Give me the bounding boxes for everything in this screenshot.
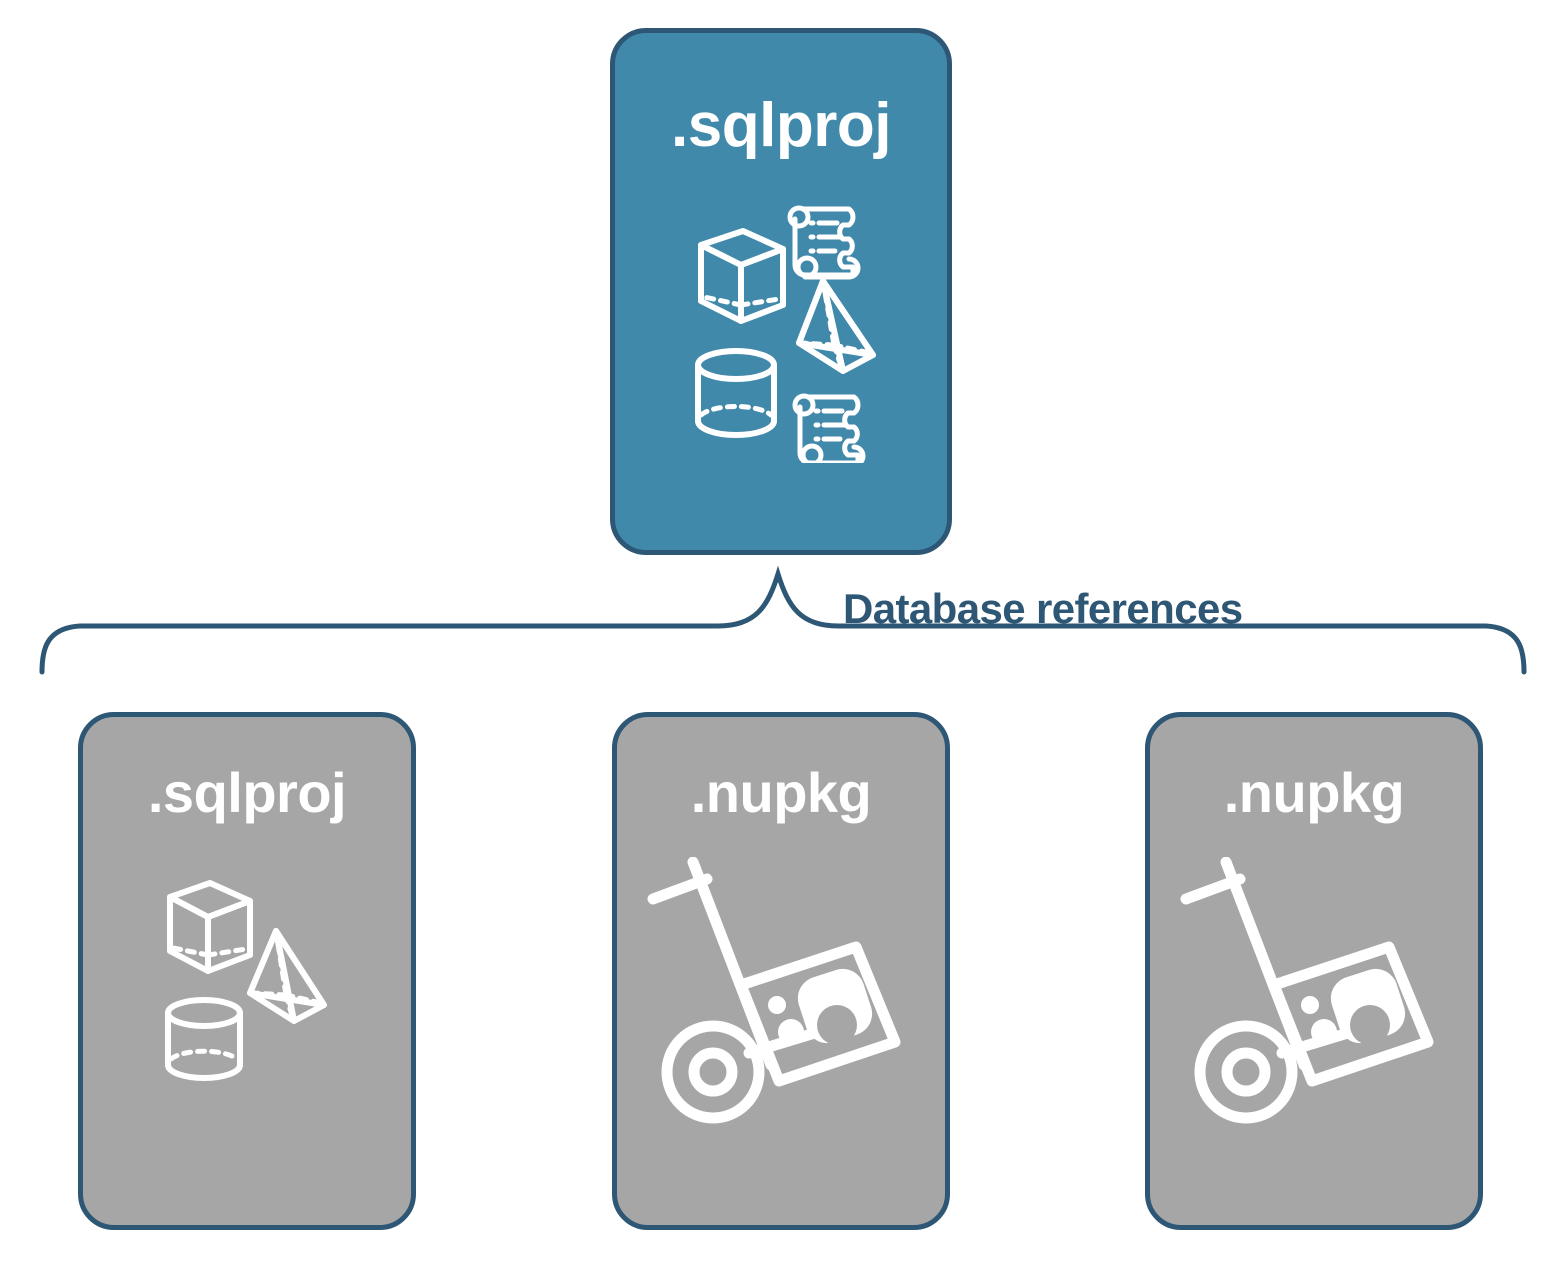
database-objects-illustration xyxy=(695,205,876,463)
card-title-nupkg-1: .nupkg xyxy=(690,761,872,824)
cube-icon xyxy=(167,880,253,974)
node-card-nupkg-1[interactable]: .nupkg xyxy=(612,712,950,1230)
card-title-sqlproj-reference: .sqlproj xyxy=(147,761,347,824)
cylinder-icon xyxy=(165,997,243,1081)
card-art-database-objects-small xyxy=(83,865,411,1095)
database-objects-illustration xyxy=(165,880,327,1081)
bracket-connector xyxy=(39,565,1527,675)
node-card-sqlproj-root[interactable]: .sqlproj xyxy=(610,28,952,555)
card-title-sqlproj-root: .sqlproj xyxy=(671,91,891,160)
hand-truck-package-icon xyxy=(1180,857,1434,1124)
pyramid-icon xyxy=(247,928,327,1024)
cylinder-icon xyxy=(695,348,777,438)
card-art-nuget-package-1 xyxy=(617,857,945,1137)
hand-truck-package-icon xyxy=(647,857,901,1124)
card-art-nuget-package-2 xyxy=(1150,857,1478,1137)
connector-label-database-references: Database references xyxy=(843,585,1243,632)
card-title-nupkg-2: .nupkg xyxy=(1223,761,1405,824)
card-art-database-objects xyxy=(615,193,947,463)
scroll-icon xyxy=(787,205,861,280)
node-card-sqlproj-reference[interactable]: .sqlproj xyxy=(78,712,416,1230)
cube-icon xyxy=(698,228,786,324)
pyramid-icon xyxy=(796,278,876,374)
node-card-nupkg-2[interactable]: .nupkg xyxy=(1145,712,1483,1230)
scroll-icon xyxy=(792,393,866,463)
